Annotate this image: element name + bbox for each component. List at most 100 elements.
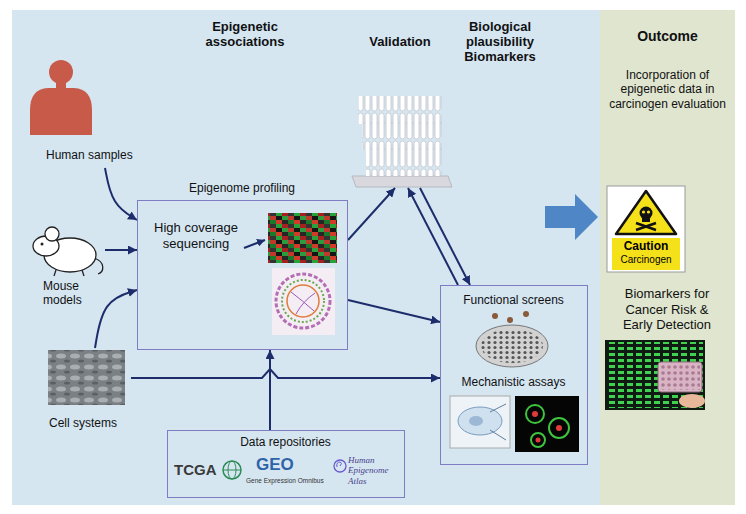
heatmap-image xyxy=(268,213,337,263)
caution-sign xyxy=(607,186,685,272)
crossbone xyxy=(636,223,656,230)
profiling-box: Epigenome profilingHigh coverage sequenc… xyxy=(137,200,348,350)
tcga-globe xyxy=(223,461,241,479)
logo-subtitle: Gene Expression Omnibus xyxy=(246,477,324,484)
fluorescence-ground xyxy=(515,396,579,452)
mouse-drawing xyxy=(33,227,103,276)
sign-text: Caution xyxy=(612,240,680,254)
flow-arrow xyxy=(105,249,137,251)
flow-arrow xyxy=(95,290,137,348)
circos-chord xyxy=(291,292,315,314)
cell-texture xyxy=(48,350,125,405)
tube-row xyxy=(358,96,442,124)
assay-box: Functional screensMechanistic assays xyxy=(440,285,588,465)
skull-jaw xyxy=(642,217,650,222)
mouse-leg xyxy=(54,270,56,276)
logo-text: TCGA xyxy=(174,461,217,478)
globe xyxy=(223,461,241,479)
flow-arrow xyxy=(269,350,271,430)
circos-ring xyxy=(276,274,330,328)
node-label: Functional screens xyxy=(441,293,586,307)
mouse-ear xyxy=(45,227,59,241)
cell-image xyxy=(48,350,125,405)
atlas-ring xyxy=(334,460,346,472)
atlas-icon xyxy=(334,460,346,472)
fluorescent-nucleus xyxy=(532,411,538,417)
column-heading: Epigenetic associations xyxy=(190,20,300,50)
sign-text: Carcinogen xyxy=(612,254,680,266)
fluorescent-nucleus xyxy=(536,438,541,443)
caution-band xyxy=(612,238,680,270)
internal-arrow xyxy=(244,240,265,248)
tube-row xyxy=(362,122,442,150)
flow-arrow xyxy=(105,168,137,220)
fluorescent-nucleus xyxy=(556,425,562,431)
crossbone xyxy=(636,223,656,230)
schematic-nucleus xyxy=(469,416,483,426)
flow-arrow xyxy=(348,188,395,240)
schematic-ground xyxy=(450,396,510,448)
sample-source: Human samples xyxy=(28,56,137,168)
globe-equator xyxy=(223,470,241,471)
block-arrow xyxy=(545,194,598,240)
node-label: Mouse models xyxy=(43,279,99,308)
schematic-cell xyxy=(458,407,502,435)
sequence-image xyxy=(605,340,705,410)
cell-culture-image xyxy=(48,350,125,405)
node-label: Outcome xyxy=(600,28,735,45)
flow-arrow xyxy=(348,300,440,322)
background-panel xyxy=(12,10,600,505)
heatmap xyxy=(268,213,337,263)
tube-rack xyxy=(352,96,452,187)
flow-arrow xyxy=(408,188,458,285)
node-text: Biomarkers for Cancer Risk & Early Detec… xyxy=(613,286,721,333)
node-label: Human samples xyxy=(46,148,137,162)
logo-text: Human Epigenome Atlas xyxy=(348,455,402,486)
logo-text: GEO xyxy=(256,455,294,475)
schematic-line xyxy=(490,404,506,412)
fluorescent-cell xyxy=(526,405,544,423)
drop xyxy=(492,313,498,319)
node-label: Validation xyxy=(352,34,448,50)
column-heading: Biological plausibility Biomarkers xyxy=(452,20,548,65)
sample-source: Mouse models xyxy=(33,218,105,311)
node-label: Epigenome profiling xyxy=(138,181,346,195)
dish-colonies xyxy=(481,329,543,363)
mechanism-schematic xyxy=(450,396,510,448)
fluorescent-cell xyxy=(531,433,545,447)
mouse-eye xyxy=(41,243,44,246)
hand xyxy=(679,394,705,408)
node-text: Incorporation of epigenetic data in carc… xyxy=(605,68,730,111)
circos-ring xyxy=(287,285,319,317)
human-head xyxy=(49,60,73,84)
node-label: Cell systems xyxy=(49,416,131,430)
node-text: Mechanistic assays xyxy=(441,375,586,389)
plate-wells xyxy=(660,364,700,390)
petri-dish xyxy=(476,311,548,367)
drop xyxy=(507,317,513,323)
flow-arrow xyxy=(131,369,440,378)
human-silhouette xyxy=(30,60,92,135)
drop xyxy=(523,311,529,317)
circos-ring xyxy=(282,280,324,322)
tube-row xyxy=(366,148,442,176)
rack-base xyxy=(352,176,452,187)
flow-arrow xyxy=(420,188,470,285)
skull-eye xyxy=(642,210,645,213)
validation-step: Validation xyxy=(352,30,448,188)
circos-ground xyxy=(272,268,335,335)
mouse-leg xyxy=(82,270,84,276)
dish xyxy=(476,325,548,367)
schematic-line xyxy=(490,430,506,440)
warning-triangle xyxy=(616,191,676,234)
sample-plate xyxy=(658,362,702,392)
sample-source: Cell systems xyxy=(45,348,131,436)
fluorescent-cell xyxy=(549,418,569,438)
atlas-swirl xyxy=(337,462,342,467)
human-body xyxy=(30,88,92,135)
node-label: Data repositories xyxy=(168,435,403,449)
skull-eye xyxy=(647,210,650,213)
circos-plot xyxy=(272,268,335,335)
node-text: High coverage sequencing xyxy=(150,220,242,251)
fluorescence-image xyxy=(515,396,579,452)
